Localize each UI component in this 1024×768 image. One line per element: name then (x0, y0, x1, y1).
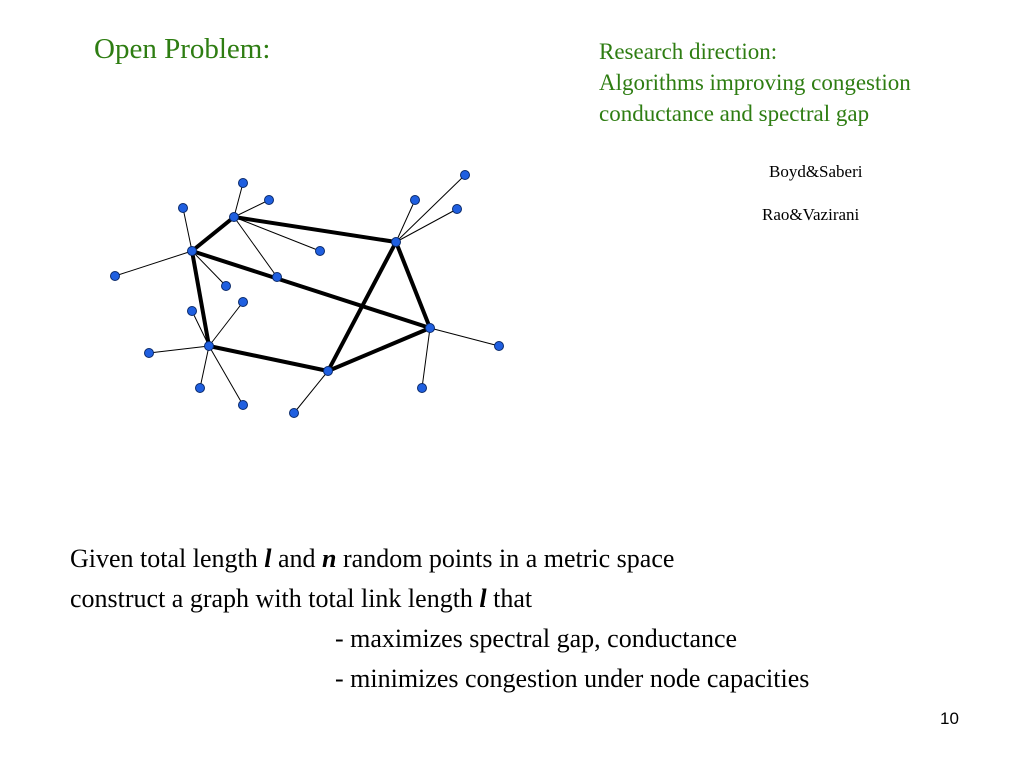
reference-boyd-saberi: Boyd&Saberi (769, 162, 863, 181)
leaf-node (289, 408, 299, 418)
page-number: 10 (940, 709, 959, 728)
variable-l: l (264, 544, 272, 573)
leaf-node (264, 195, 274, 205)
thin-edge (429, 327, 500, 347)
thin-edge (395, 199, 416, 243)
problem-statement: Given total length l and n random points… (70, 539, 990, 699)
variable-n: n (322, 544, 337, 573)
thin-edge (395, 208, 458, 243)
thin-edge (233, 199, 270, 218)
thick-edge (232, 215, 398, 244)
graph-diagram (110, 170, 504, 418)
hub-node (187, 246, 197, 256)
thin-edge (199, 345, 210, 389)
leaf-node (417, 383, 427, 393)
leaf-node (144, 348, 154, 358)
leaf-node (315, 246, 325, 256)
thick-edge (190, 249, 211, 348)
reference-rao-vazirani: Rao&Vazirani (762, 205, 860, 224)
thin-edge (208, 345, 244, 406)
thin-edge (421, 327, 431, 389)
thin-edge (208, 301, 244, 347)
research-line-1: Research direction: (599, 39, 778, 64)
thin-edge (395, 174, 466, 243)
leaf-node (178, 203, 188, 213)
thin-edge (148, 345, 210, 354)
leaf-node (195, 383, 205, 393)
leaf-node (238, 178, 248, 188)
bullet-minimize: - minimizes congestion under node capaci… (335, 664, 810, 693)
thin-edge (191, 250, 227, 287)
hub-node (204, 341, 214, 351)
problem-text: construct a graph with total link length (70, 584, 480, 613)
thick-edge (190, 215, 236, 253)
leaf-node (238, 297, 248, 307)
leaf-node (110, 271, 120, 281)
thin-edge (182, 207, 193, 252)
hub-node (229, 212, 239, 222)
leaf-node (410, 195, 420, 205)
thick-edges (190, 215, 432, 373)
problem-text: Given total length (70, 544, 265, 573)
bullet-maximize: - maximizes spectral gap, conductance (335, 624, 738, 653)
hub-node (391, 237, 401, 247)
thick-edge (190, 249, 432, 330)
research-direction: Research direction: Algorithms improving… (599, 36, 911, 129)
problem-line-1: Given total length l and n random points… (70, 539, 990, 579)
hub-node (425, 323, 435, 333)
thick-edge (207, 344, 330, 373)
thin-edge (233, 216, 321, 252)
leaf-node (494, 341, 504, 351)
leaf-node (187, 306, 197, 316)
thin-edge (114, 250, 193, 277)
leaf-node (238, 400, 248, 410)
hub-node (323, 366, 333, 376)
research-line-2: Algorithms improving congestion (599, 70, 911, 95)
problem-text: that (486, 584, 533, 613)
thick-edge (394, 240, 432, 330)
leaf-node (272, 272, 282, 282)
problem-text: random points in a metric space (336, 544, 675, 573)
thin-edge (293, 370, 329, 414)
problem-text: and (271, 544, 323, 573)
graph-nodes (110, 170, 504, 418)
problem-line-2: construct a graph with total link length… (70, 579, 990, 619)
thin-edge (233, 182, 244, 218)
leaf-node (452, 204, 462, 214)
variable-l: l (479, 584, 487, 613)
thin-edges (114, 174, 500, 414)
thick-edge (326, 326, 432, 373)
slide-title: Open Problem: (94, 33, 271, 65)
leaf-node (460, 170, 470, 180)
leaf-node (221, 281, 231, 291)
research-line-3: conductance and spectral gap (599, 101, 870, 126)
thin-edge (233, 216, 278, 278)
